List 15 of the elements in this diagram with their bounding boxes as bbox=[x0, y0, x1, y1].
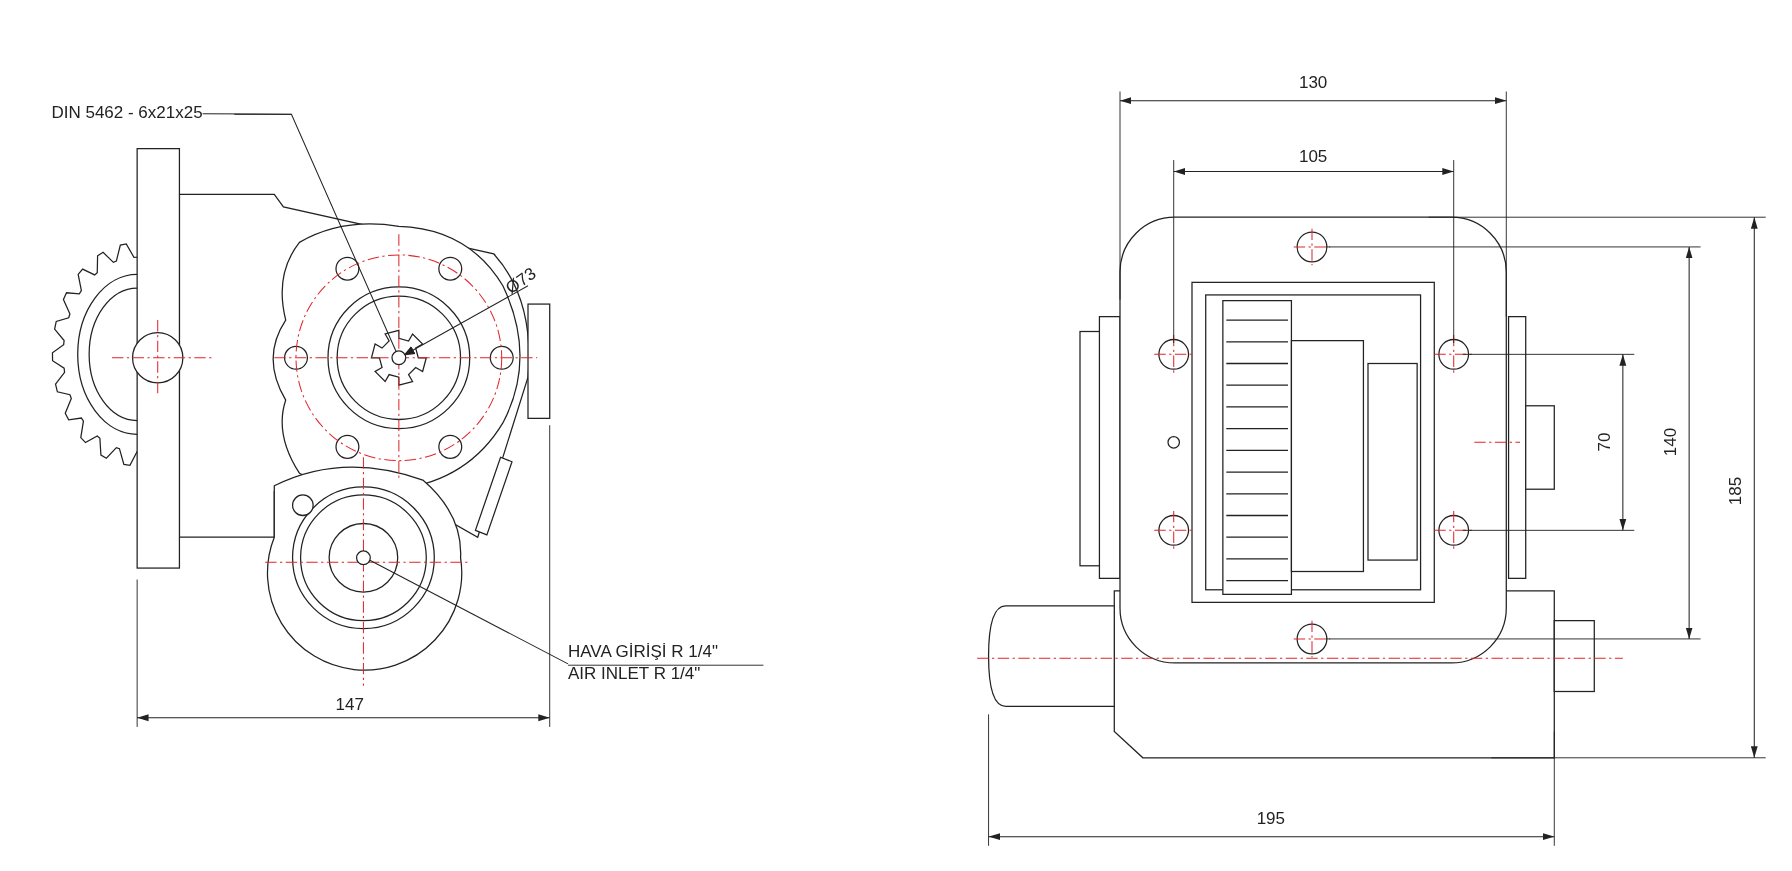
leader-line bbox=[202, 113, 397, 353]
dimension-text: 195 bbox=[1256, 809, 1286, 830]
hole-center-circle bbox=[355, 550, 371, 566]
dimension-text: 140 bbox=[1661, 428, 1681, 457]
hole-center-circle bbox=[391, 350, 407, 366]
callout-text: HAVA GİRİŞİ R 1/4" bbox=[568, 642, 718, 664]
dimension-text: 147 bbox=[335, 695, 364, 715]
dimension-text: 185 bbox=[1726, 477, 1746, 506]
diameter-dimension-text: Ø73 bbox=[502, 263, 540, 299]
leader-line bbox=[369, 559, 569, 665]
dimension-text: 70 bbox=[1594, 432, 1615, 452]
dimension-text: 105 bbox=[1298, 146, 1328, 167]
callout-text: AIR INLET R 1/4" bbox=[568, 663, 702, 685]
callout-text: DIN 5462 - 6x21x25 bbox=[51, 102, 203, 124]
dimension-text: 130 bbox=[1298, 73, 1328, 94]
